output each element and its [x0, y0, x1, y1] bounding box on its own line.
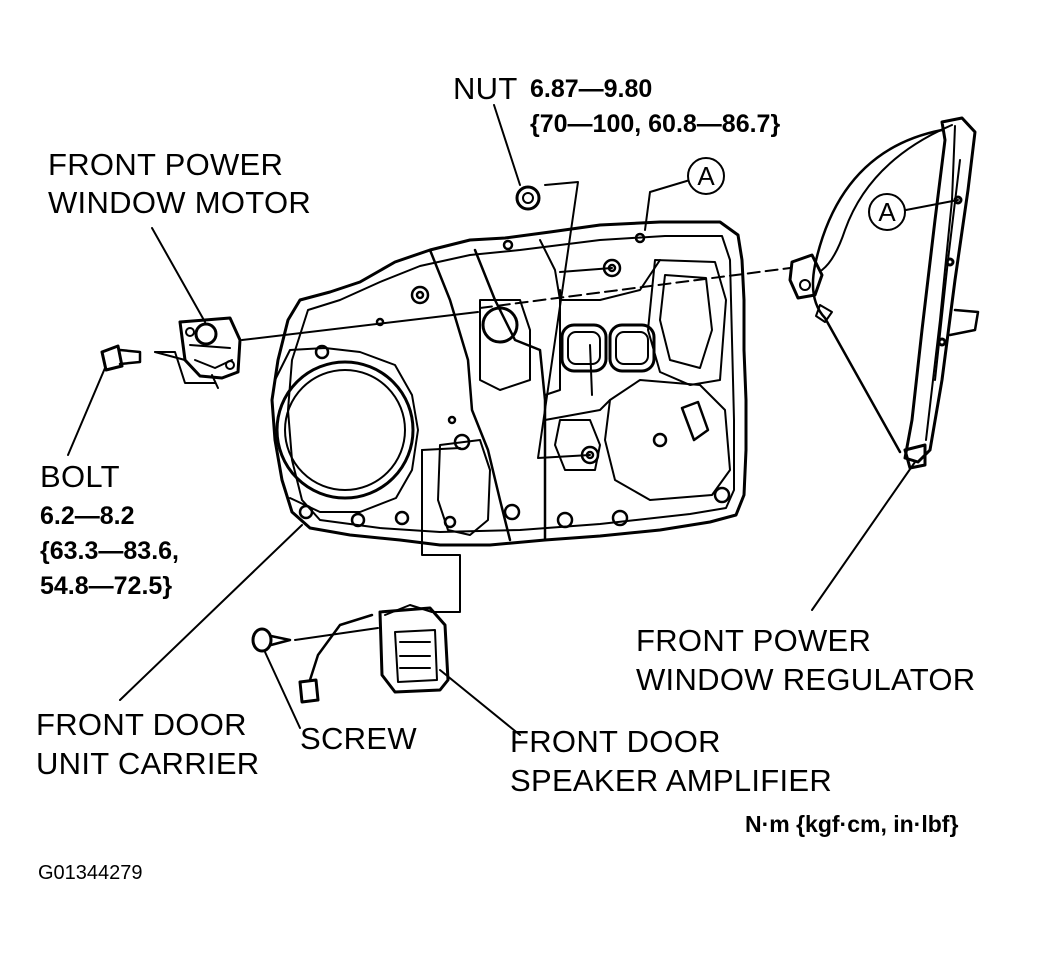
leader-regulator: [811, 461, 916, 611]
bolt-torque-spec-converted-2: 54.8—72.5}: [40, 572, 173, 600]
leader-motor: [151, 227, 206, 323]
screw-drawing: [251, 627, 292, 653]
callout-a-regulator: A: [868, 193, 906, 231]
bolt-drawing: [100, 344, 142, 372]
figure-code: G01344279: [38, 862, 143, 884]
speaker-opening-inner: [284, 369, 406, 491]
speaker-opening: [275, 360, 415, 500]
window-motor-drawing: [178, 316, 242, 389]
unit-carrier-label-line2: UNIT CARRIER: [36, 746, 260, 781]
window-regulator-label-line1: FRONT POWER: [636, 623, 872, 658]
unit-carrier-inner-edge: [287, 235, 735, 533]
nut-label: NUT: [453, 71, 518, 106]
speaker-amplifier-drawing: [298, 604, 450, 704]
window-regulator-drawing: [788, 116, 980, 470]
nut-torque-spec: 6.87—9.80: [530, 75, 653, 103]
window-regulator-label-line2: WINDOW REGULATOR: [636, 662, 976, 697]
screw-label: SCREW: [300, 721, 417, 756]
bolt-torque-spec-converted-1: {63.3—83.6,: [40, 537, 179, 565]
bolt-label: BOLT: [40, 459, 120, 494]
leader-nut: [493, 104, 521, 186]
callout-a-panel: A: [687, 157, 725, 195]
leader-callout-a2: [905, 199, 959, 211]
speaker-amplifier-label-line2: SPEAKER AMPLIFIER: [510, 763, 833, 798]
window-motor-label-line2: WINDOW MOTOR: [48, 185, 312, 220]
speaker-amplifier-label-line1: FRONT DOOR: [510, 724, 721, 759]
nut-drawing: [515, 185, 541, 211]
bolt-torque-spec: 6.2—8.2: [40, 502, 135, 530]
leader-bolt: [67, 367, 106, 456]
leader-carrier: [119, 524, 303, 701]
unit-carrier-label-line1: FRONT DOOR: [36, 707, 247, 742]
leader-callout-a1: [644, 179, 691, 231]
nut-torque-spec-converted: {70—100, 60.8—86.7}: [530, 110, 781, 138]
unit-carrier-outline: [270, 220, 748, 547]
torque-units-note: N·m {kgf·cm, in·lbf}: [745, 811, 959, 837]
leader-screw: [264, 651, 301, 729]
leader-amplifier: [439, 669, 521, 736]
window-motor-label-line1: FRONT POWER: [48, 147, 284, 182]
